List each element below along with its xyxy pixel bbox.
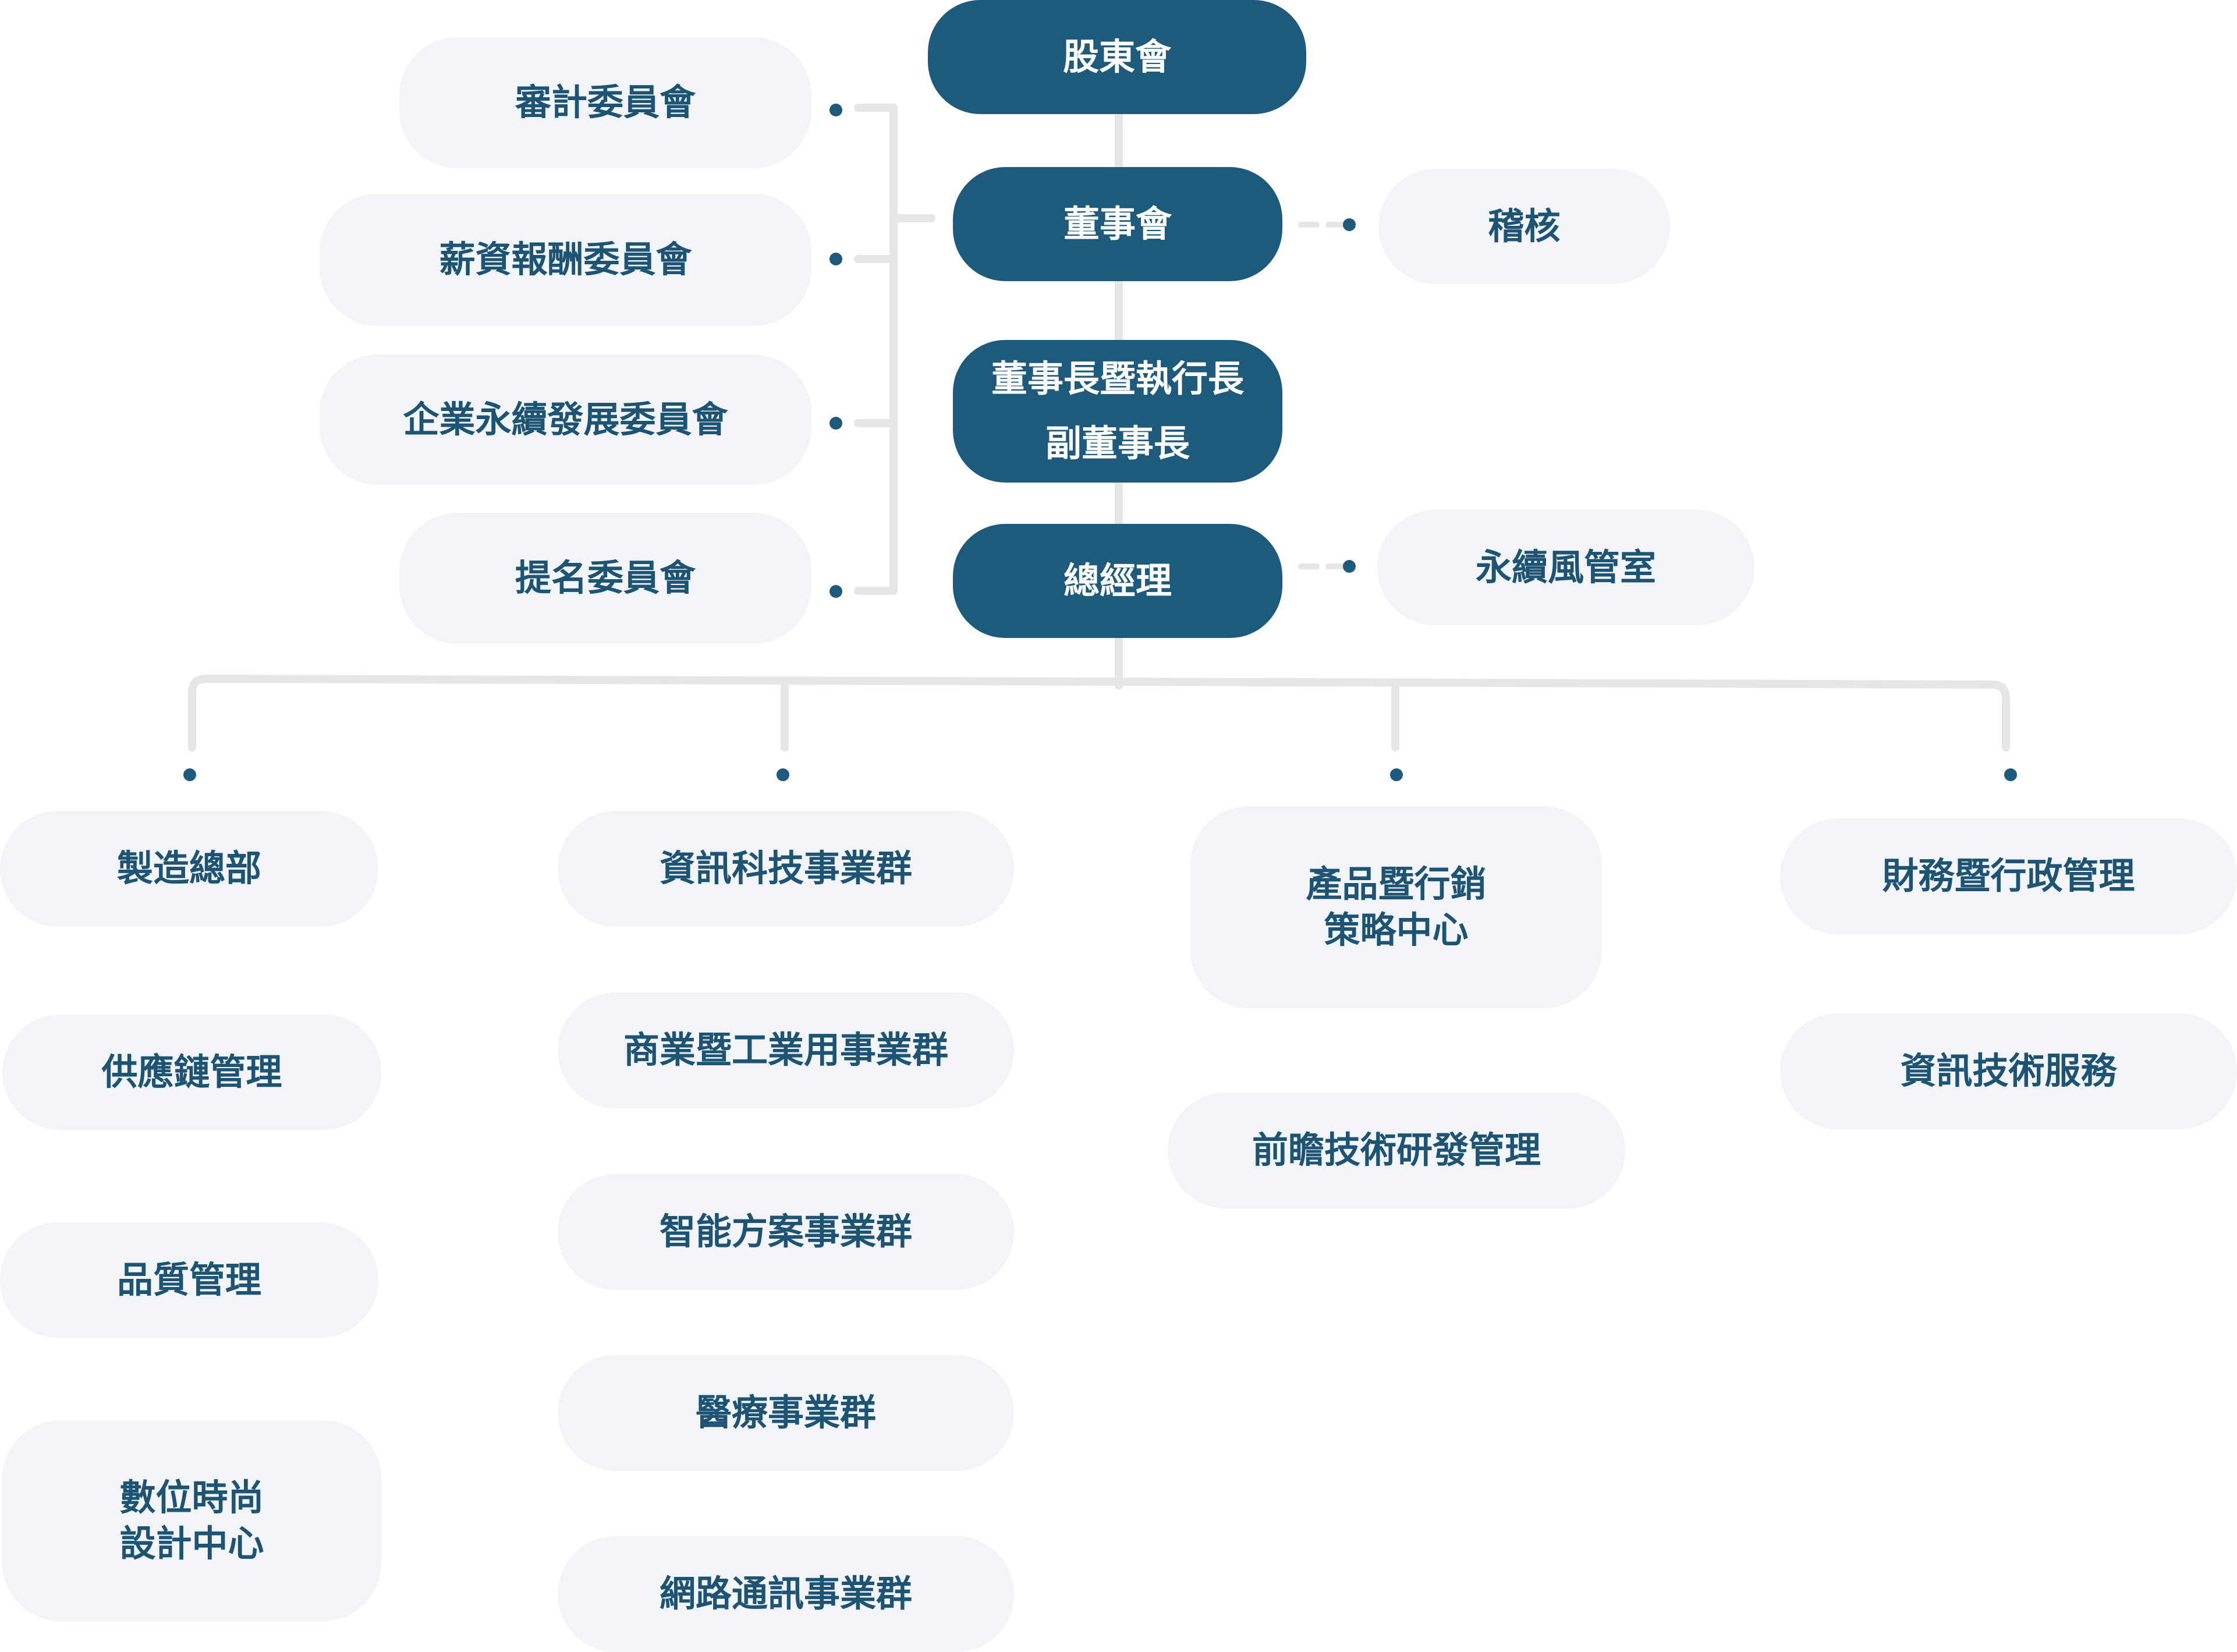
shareholders-node: 股東會 bbox=[928, 0, 1306, 114]
division-node: 製造總部 bbox=[0, 811, 378, 927]
division-node: 供應鏈管理 bbox=[2, 1015, 381, 1130]
division-label: 商業暨工業用事業群 bbox=[623, 1029, 948, 1072]
division-node: 網路通訊事業群 bbox=[558, 1536, 1014, 1652]
division-label: 資訊技術服務 bbox=[1900, 1050, 2117, 1093]
president-node: 總經理 bbox=[953, 524, 1282, 638]
compensation-committee-node: 薪資報酬委員會 bbox=[320, 194, 811, 326]
division-node: 品質管理 bbox=[0, 1222, 378, 1338]
division-label: 前瞻技術研發管理 bbox=[1252, 1129, 1541, 1172]
connector-dot bbox=[777, 768, 789, 781]
shareholders-label: 股東會 bbox=[1062, 35, 1171, 78]
division-label: 產品暨行銷 bbox=[1306, 863, 1487, 906]
audit-committee-label: 審計委員會 bbox=[515, 81, 696, 124]
division-label: 品質管理 bbox=[116, 1258, 261, 1301]
division-node: 商業暨工業用事業群 bbox=[558, 992, 1014, 1108]
connector-dot bbox=[829, 417, 842, 430]
sustainability-risk-office-node: 永續風管室 bbox=[1377, 510, 1754, 625]
board-label: 董事會 bbox=[1063, 202, 1172, 245]
division-node: 數位時尚 設計中心 bbox=[2, 1420, 381, 1621]
connector-dot bbox=[829, 585, 842, 598]
division-node: 資訊技術服務 bbox=[1780, 1013, 2237, 1129]
internal-audit-label: 稽核 bbox=[1488, 204, 1561, 247]
division-node: 智能方案事業群 bbox=[558, 1174, 1014, 1290]
division-label: 製造總部 bbox=[116, 847, 261, 890]
division-label: 數位時尚 bbox=[119, 1476, 264, 1519]
connector-dot bbox=[1390, 768, 1403, 781]
connector-dot bbox=[1343, 218, 1356, 231]
branch-bar-line bbox=[188, 675, 2010, 751]
connector-dot bbox=[1343, 560, 1356, 573]
connector-dot bbox=[829, 253, 842, 265]
division-label: 設計中心 bbox=[119, 1522, 264, 1565]
division-node: 資訊科技事業群 bbox=[558, 811, 1014, 927]
compensation-committee-label: 薪資報酬委員會 bbox=[439, 238, 692, 281]
division-label: 財務暨行政管理 bbox=[1882, 855, 2135, 898]
division-node: 前瞻技術研發管理 bbox=[1168, 1093, 1625, 1208]
division-label: 網路通訊事業群 bbox=[659, 1572, 912, 1615]
president-label: 總經理 bbox=[1063, 559, 1172, 602]
sustainability-risk-office-label: 永續風管室 bbox=[1475, 545, 1656, 589]
division-node: 產品暨行銷 策略中心 bbox=[1190, 806, 1602, 1008]
connector-dot bbox=[2004, 768, 2017, 781]
connector-dot bbox=[829, 104, 842, 116]
sustainability-committee-node: 企業永續發展委員會 bbox=[320, 354, 811, 485]
board-node: 董事會 bbox=[953, 167, 1282, 281]
sustainability-committee-label: 企業永續發展委員會 bbox=[403, 398, 728, 441]
nomination-committee-label: 提名委員會 bbox=[515, 556, 696, 600]
division-node: 醫療事業群 bbox=[558, 1355, 1014, 1471]
division-label: 策略中心 bbox=[1324, 908, 1469, 951]
connector-dot bbox=[183, 768, 196, 781]
nomination-committee-node: 提名委員會 bbox=[399, 513, 811, 644]
division-label: 醫療事業群 bbox=[695, 1391, 876, 1434]
audit-committee-node: 審計委員會 bbox=[399, 37, 811, 168]
division-label: 供應鏈管理 bbox=[101, 1050, 282, 1093]
chairman-node: 董事長暨執行長 副董事長 bbox=[953, 340, 1282, 483]
division-node: 財務暨行政管理 bbox=[1780, 818, 2237, 934]
division-label: 智能方案事業群 bbox=[659, 1210, 912, 1253]
division-label: 資訊科技事業群 bbox=[659, 847, 912, 890]
chairman-ceo-label: 董事長暨執行長 bbox=[991, 357, 1244, 400]
vice-chairman-label: 副董事長 bbox=[1045, 421, 1190, 465]
internal-audit-node: 稽核 bbox=[1378, 169, 1670, 284]
